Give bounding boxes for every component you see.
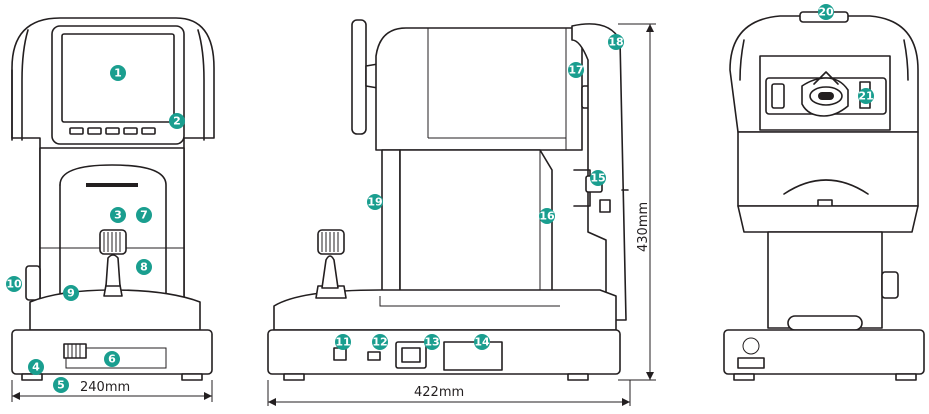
callout-15: 15 <box>590 170 606 186</box>
callout-7: 7 <box>136 207 152 223</box>
svg-text:20: 20 <box>818 6 834 19</box>
svg-text:6: 6 <box>108 353 116 366</box>
back-base <box>723 329 925 375</box>
callout-9: 9 <box>63 285 79 301</box>
svg-text:15: 15 <box>590 172 605 185</box>
callout-12: 12 <box>372 334 388 350</box>
side-depth-dimension: 422mm <box>267 380 631 406</box>
svg-text:21: 21 <box>858 90 873 103</box>
callout-5: 5 <box>53 377 69 393</box>
callout-8: 8 <box>136 259 152 275</box>
svg-text:9: 9 <box>67 287 75 300</box>
svg-text:3: 3 <box>114 209 122 222</box>
svg-text:17: 17 <box>568 64 583 77</box>
front-buttons <box>69 127 156 135</box>
callout-3: 3 <box>110 207 126 223</box>
side-depth-label: 422mm <box>414 385 464 400</box>
back-view <box>723 11 925 381</box>
callout-14: 14 <box>474 334 490 350</box>
callout-19: 19 <box>367 194 383 210</box>
side-joystick-base <box>315 285 347 299</box>
callout-6: 6 <box>104 351 120 367</box>
side-front-column <box>381 149 401 297</box>
callout-2: 2 <box>169 113 185 129</box>
svg-text:5: 5 <box>57 379 65 392</box>
callout-17: 17 <box>568 62 584 78</box>
svg-text:4: 4 <box>32 361 40 374</box>
svg-text:2: 2 <box>173 115 181 128</box>
front-width-label: 240mm <box>80 380 130 395</box>
side-body <box>399 149 553 297</box>
svg-text:8: 8 <box>140 261 148 274</box>
callout-1: 1 <box>110 65 126 81</box>
back-column <box>767 231 883 329</box>
callout-18: 18 <box>608 34 624 50</box>
svg-text:16: 16 <box>539 210 555 223</box>
front-width-dimension: 240mm <box>11 380 213 402</box>
svg-text:18: 18 <box>608 36 623 49</box>
svg-text:1: 1 <box>114 67 122 80</box>
back-side-knob <box>881 271 899 299</box>
front-side-knob <box>25 265 41 301</box>
svg-text:12: 12 <box>372 336 387 349</box>
back-chin-rest <box>737 205 919 233</box>
svg-text:10: 10 <box>6 278 22 291</box>
callout-21: 21 <box>858 88 874 104</box>
svg-text:11: 11 <box>335 336 350 349</box>
side-head-housing <box>375 27 583 151</box>
height-label: 430mm <box>636 202 651 252</box>
height-dimension: 430mm <box>618 23 656 381</box>
callout-16: 16 <box>539 208 555 224</box>
side-label-plate <box>443 341 503 371</box>
callout-11: 11 <box>335 334 351 350</box>
back-upper-body <box>737 131 919 207</box>
side-lan-port <box>367 351 381 361</box>
callout-20: 20 <box>818 4 834 20</box>
svg-text:13: 13 <box>424 336 439 349</box>
svg-text:19: 19 <box>367 196 382 209</box>
svg-text:7: 7 <box>140 209 148 222</box>
callout-13: 13 <box>424 334 440 350</box>
side-face-plate <box>351 19 367 135</box>
callout-4: 4 <box>28 359 44 375</box>
callout-10: 10 <box>6 276 22 292</box>
svg-text:14: 14 <box>474 336 490 349</box>
